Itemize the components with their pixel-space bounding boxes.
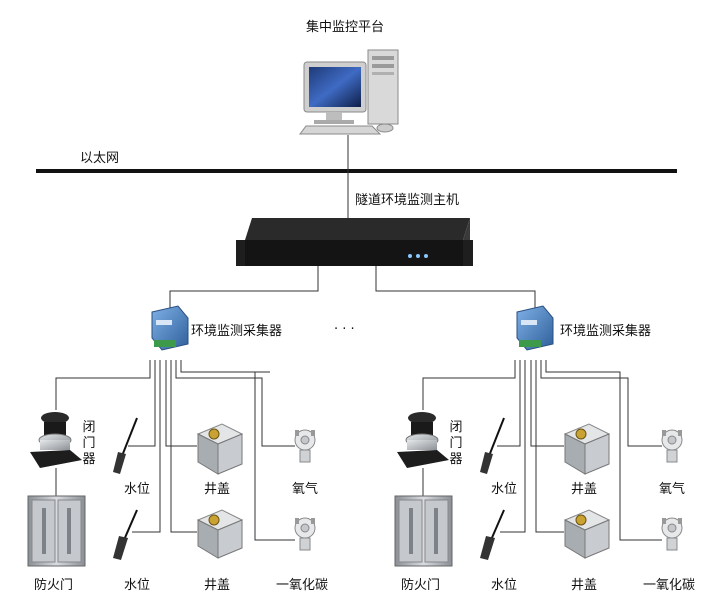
link-collector-water-2 [132, 360, 161, 533]
manhole-label: 井盖 [571, 482, 598, 497]
ellipsis-label: · · · [334, 322, 355, 337]
door-closer-label: 闭 门 器 [81, 420, 97, 468]
ethernet-label: 以太网 [80, 151, 120, 166]
host-device-icon [236, 218, 473, 266]
link-collector-doorcloser [55, 360, 151, 410]
platform-title: 集中监控平台 [306, 20, 385, 35]
manhole-label: 井盖 [571, 578, 598, 593]
door-closer-char: 闭 [449, 420, 463, 435]
door-closer-char: 门 [82, 436, 96, 451]
door-closer-char: 器 [82, 452, 96, 467]
oxygen-sensor-icon [661, 429, 683, 463]
water-level-label: 水位 [491, 578, 518, 593]
water-sensor-icon [480, 417, 505, 474]
door-closer-char: 门 [449, 436, 463, 451]
manhole-sensor-icon [196, 509, 244, 559]
link-collector-water-2 [500, 360, 526, 533]
link-collector-manhole-2 [170, 360, 197, 533]
door-closer-label: 闭 门 器 [448, 420, 464, 468]
manhole-label: 井盖 [204, 578, 231, 593]
manhole-sensor-icon [563, 423, 611, 475]
link-collector-manhole-1 [530, 360, 564, 447]
manhole-sensor-icon [563, 509, 611, 559]
collector-icon [516, 305, 554, 351]
fire-door-label: 防火门 [401, 578, 441, 593]
fire-door-icon [394, 495, 453, 567]
collector-label: 环境监测采集器 [560, 324, 652, 339]
water-level-label: 水位 [491, 482, 518, 497]
link-host-collector-2 [375, 266, 536, 312]
link-collector-co [180, 360, 295, 541]
link-collector-doorcloser [422, 360, 516, 410]
co-sensor-icon [661, 517, 683, 551]
water-level-label: 水位 [124, 578, 151, 593]
fire-door-label: 防火门 [34, 578, 74, 593]
door-closer-icon [30, 412, 82, 468]
link-collector-water-1 [497, 360, 521, 447]
oxygen-label: 氧气 [292, 482, 319, 497]
door-closer-icon [397, 412, 449, 468]
link-collector-water-1 [128, 360, 156, 447]
collector-icon [151, 305, 189, 351]
water-sensor-icon [480, 509, 505, 560]
water-sensor-icon [113, 417, 138, 474]
link-collector-co [545, 360, 662, 541]
water-sensor-icon [113, 509, 138, 560]
door-closer-char: 器 [449, 452, 463, 467]
host-label: 隧道环境监测主机 [355, 193, 460, 208]
water-level-label: 水位 [124, 482, 151, 497]
link-collector-manhole-1 [165, 360, 197, 447]
manhole-label: 井盖 [204, 482, 231, 497]
door-closer-char: 闭 [82, 420, 96, 435]
collector-label: 环境监测采集器 [191, 324, 283, 339]
link-collector-oxygen [540, 360, 662, 447]
computer-icon [299, 49, 399, 135]
co-sensor-icon [294, 517, 316, 551]
link-host-collector-1 [169, 266, 319, 312]
oxygen-label: 氧气 [659, 482, 686, 497]
link-collector-manhole-2 [535, 360, 564, 533]
link-collector-oxygen [175, 360, 295, 447]
oxygen-sensor-icon [294, 429, 316, 463]
co-label: 一氧化碳 [276, 578, 329, 593]
co-label: 一氧化碳 [643, 578, 696, 593]
fire-door-icon [27, 495, 86, 567]
manhole-sensor-icon [196, 423, 244, 475]
